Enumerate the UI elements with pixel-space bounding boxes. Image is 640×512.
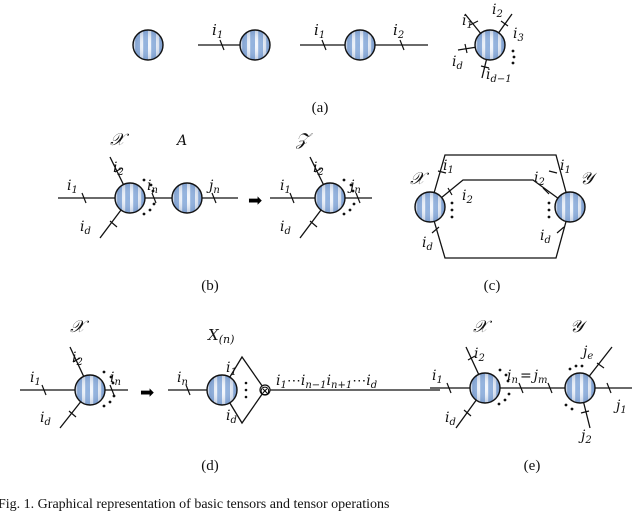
svg-text:i1: i1 <box>30 370 41 388</box>
panel-d: 𝒳 X(n) i1 i2 id in ➡ ⊗ in i1 id i1⋯in−1i… <box>20 317 440 474</box>
svg-text:jn: jn <box>206 178 220 196</box>
label-Z: 𝒵 <box>295 130 313 150</box>
svg-text:jn: jn <box>347 178 361 196</box>
unfolded-index-row: i1⋯in−1in+1⋯id <box>276 373 377 391</box>
label-X: 𝒳 <box>473 317 493 337</box>
label-Y: 𝒴 <box>580 169 598 189</box>
svg-text:i1: i1 <box>226 360 237 378</box>
svg-text:in=jm: in=jm <box>507 368 548 386</box>
svg-text:i1: i1 <box>443 158 454 176</box>
svg-text:i1: i1 <box>560 158 571 176</box>
arrow-icon: ➡ <box>140 383 154 403</box>
svg-text:i1: i1 <box>67 178 78 196</box>
svg-text:j1: j1 <box>613 398 627 416</box>
tensor-orderd: i1 i2 i3 id id−1 <box>452 2 524 85</box>
svg-text:i2: i2 <box>462 188 473 206</box>
svg-text:in: in <box>110 370 121 388</box>
svg-text:X(n): X(n) <box>207 326 234 346</box>
svg-text:i1: i1 <box>280 178 291 196</box>
svg-text:je: je <box>580 344 593 362</box>
svg-text:i2: i2 <box>393 21 404 41</box>
panel-b: 𝒳 A 𝒵 i1 i2 id in jn ➡ <box>58 130 372 294</box>
svg-text:i2: i2 <box>492 2 503 20</box>
tensor-order0 <box>132 29 164 61</box>
arrow-icon: ➡ <box>248 191 262 211</box>
svg-text:id: id <box>226 408 237 426</box>
caption-e: (e) <box>524 458 541 474</box>
svg-text:id: id <box>80 219 91 237</box>
tensor-order2: i1 i2 <box>300 21 428 61</box>
svg-text:i2: i2 <box>534 170 545 188</box>
svg-text:id: id <box>445 410 456 428</box>
svg-text:in: in <box>147 178 158 196</box>
svg-text:i2: i2 <box>72 350 83 368</box>
svg-text:in: in <box>177 370 188 388</box>
svg-text:id: id <box>40 410 51 428</box>
svg-text:id: id <box>540 228 551 246</box>
label-X: 𝒳 <box>110 130 130 150</box>
svg-text:i2: i2 <box>474 346 485 364</box>
kronecker-icon: ⊗ <box>260 384 271 399</box>
panel-c: 𝒳 𝒴 i1 i1 i2 i2 id id (c) <box>410 154 598 294</box>
svg-text:j2: j2 <box>578 428 592 446</box>
svg-text:id: id <box>422 235 433 253</box>
figure-caption-text: Fig. 1. Graphical representation of basi… <box>0 497 390 512</box>
tensor-order1: i1 <box>198 21 271 61</box>
panel-e: 𝒳 𝒴 i1 i2 id in=jm je j1 j2 (e) <box>430 317 632 474</box>
svg-text:id−1: id−1 <box>486 67 512 85</box>
panel-a: i1 i1 i2 i1 i2 i3 id <box>132 2 524 116</box>
svg-text:i1: i1 <box>314 21 325 41</box>
svg-text:id: id <box>280 219 291 237</box>
label-Y: 𝒴 <box>570 317 588 337</box>
svg-text:i1: i1 <box>212 21 223 41</box>
svg-text:i2: i2 <box>313 160 324 178</box>
svg-text:i1: i1 <box>432 368 443 386</box>
svg-text:i2: i2 <box>113 160 124 178</box>
svg-text:i1: i1 <box>462 13 473 31</box>
caption-b: (b) <box>201 278 219 294</box>
svg-text:id: id <box>452 54 463 72</box>
caption-a: (a) <box>312 100 329 116</box>
label-X: 𝒳 <box>70 317 90 337</box>
label-X: 𝒳 <box>410 169 430 189</box>
caption-d: (d) <box>201 458 219 474</box>
label-A: A <box>175 133 187 149</box>
svg-text:i3: i3 <box>513 26 524 44</box>
caption-c: (c) <box>484 278 501 294</box>
